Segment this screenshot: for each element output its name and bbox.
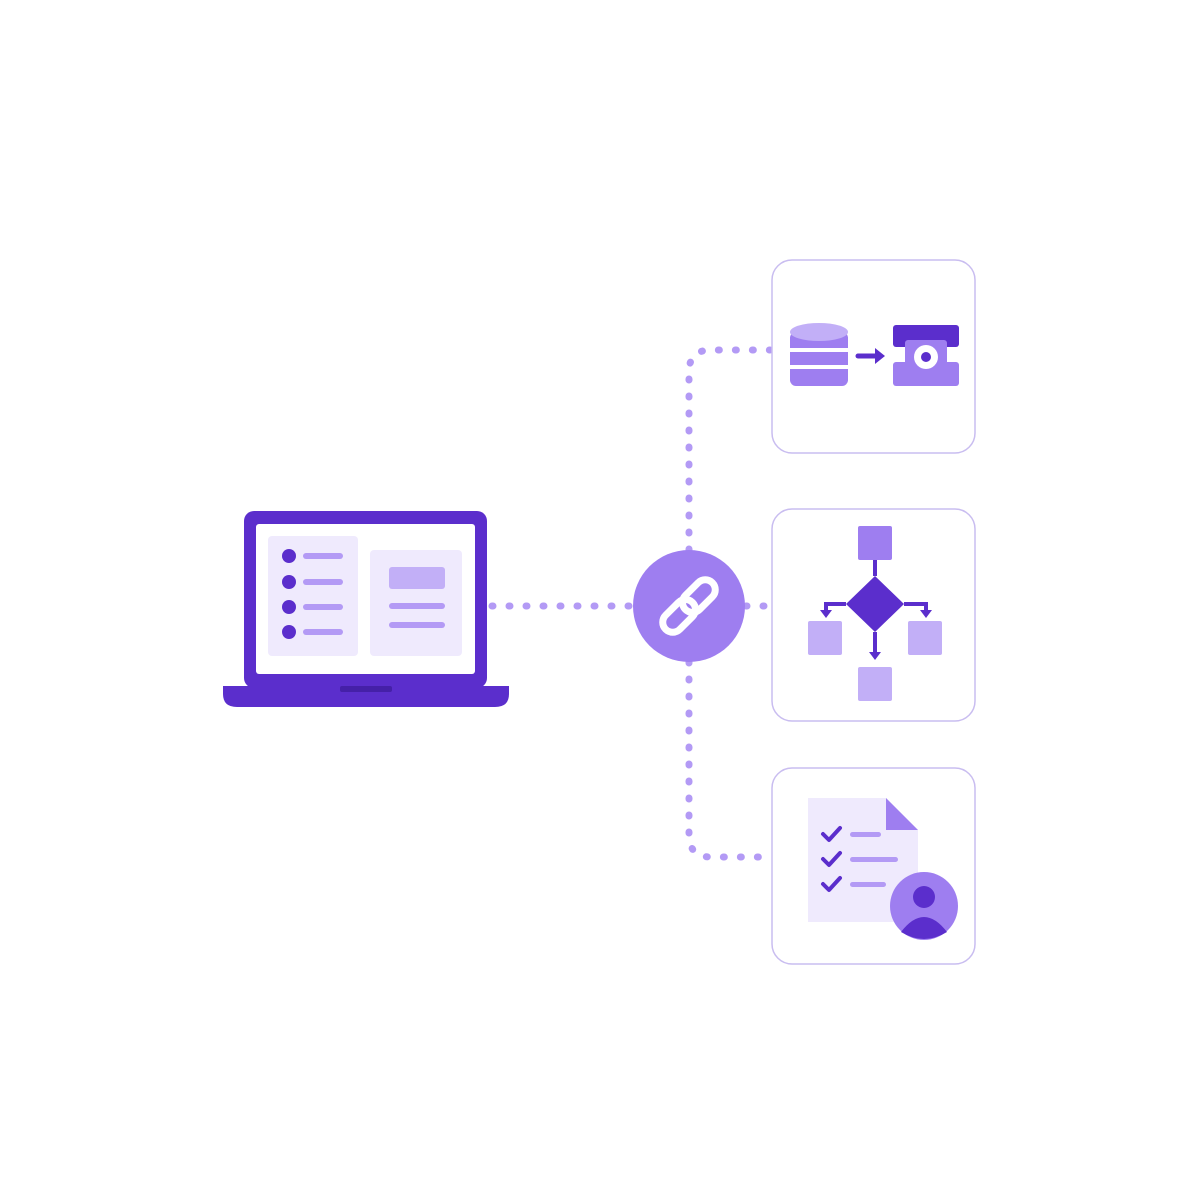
flowchart-icon	[808, 526, 942, 701]
check-icon	[821, 876, 842, 892]
list-line	[303, 629, 343, 635]
user-avatar-icon	[890, 872, 958, 940]
card-workflow	[771, 508, 976, 722]
list-bullet	[282, 600, 296, 614]
connector-hub-card-data	[685, 346, 774, 554]
connector-hub-card-checklist	[685, 658, 774, 861]
laptop-base	[223, 686, 509, 707]
connectors	[488, 346, 774, 861]
laptop-icon	[223, 511, 509, 707]
list-bullet	[282, 549, 296, 563]
link-chain-icon	[659, 576, 719, 636]
laptop-trackpad-notch	[340, 686, 392, 692]
detail-header-block	[389, 567, 445, 589]
detail-line	[389, 622, 445, 628]
flow-right-box	[908, 621, 942, 655]
flow-bottom-box	[858, 667, 892, 701]
card-data-transfer	[771, 259, 976, 454]
detail-line	[389, 603, 445, 609]
list-bullet	[282, 625, 296, 639]
card-checklist	[771, 767, 976, 965]
storage-drive-icon	[893, 325, 959, 386]
list-bullet	[282, 575, 296, 589]
flow-top-box	[858, 526, 892, 560]
hub-node	[633, 550, 745, 662]
list-line	[303, 579, 343, 585]
list-line	[303, 604, 343, 610]
check-icon	[821, 851, 842, 867]
flow-left-box	[808, 621, 842, 655]
arrow-right-icon	[855, 348, 885, 364]
document-checklist-icon	[808, 798, 918, 922]
check-icon	[821, 826, 842, 842]
laptop-list	[282, 549, 343, 639]
database-icon	[790, 323, 848, 386]
list-line	[303, 553, 343, 559]
hub-circle	[633, 550, 745, 662]
flow-decision-diamond	[846, 576, 904, 632]
